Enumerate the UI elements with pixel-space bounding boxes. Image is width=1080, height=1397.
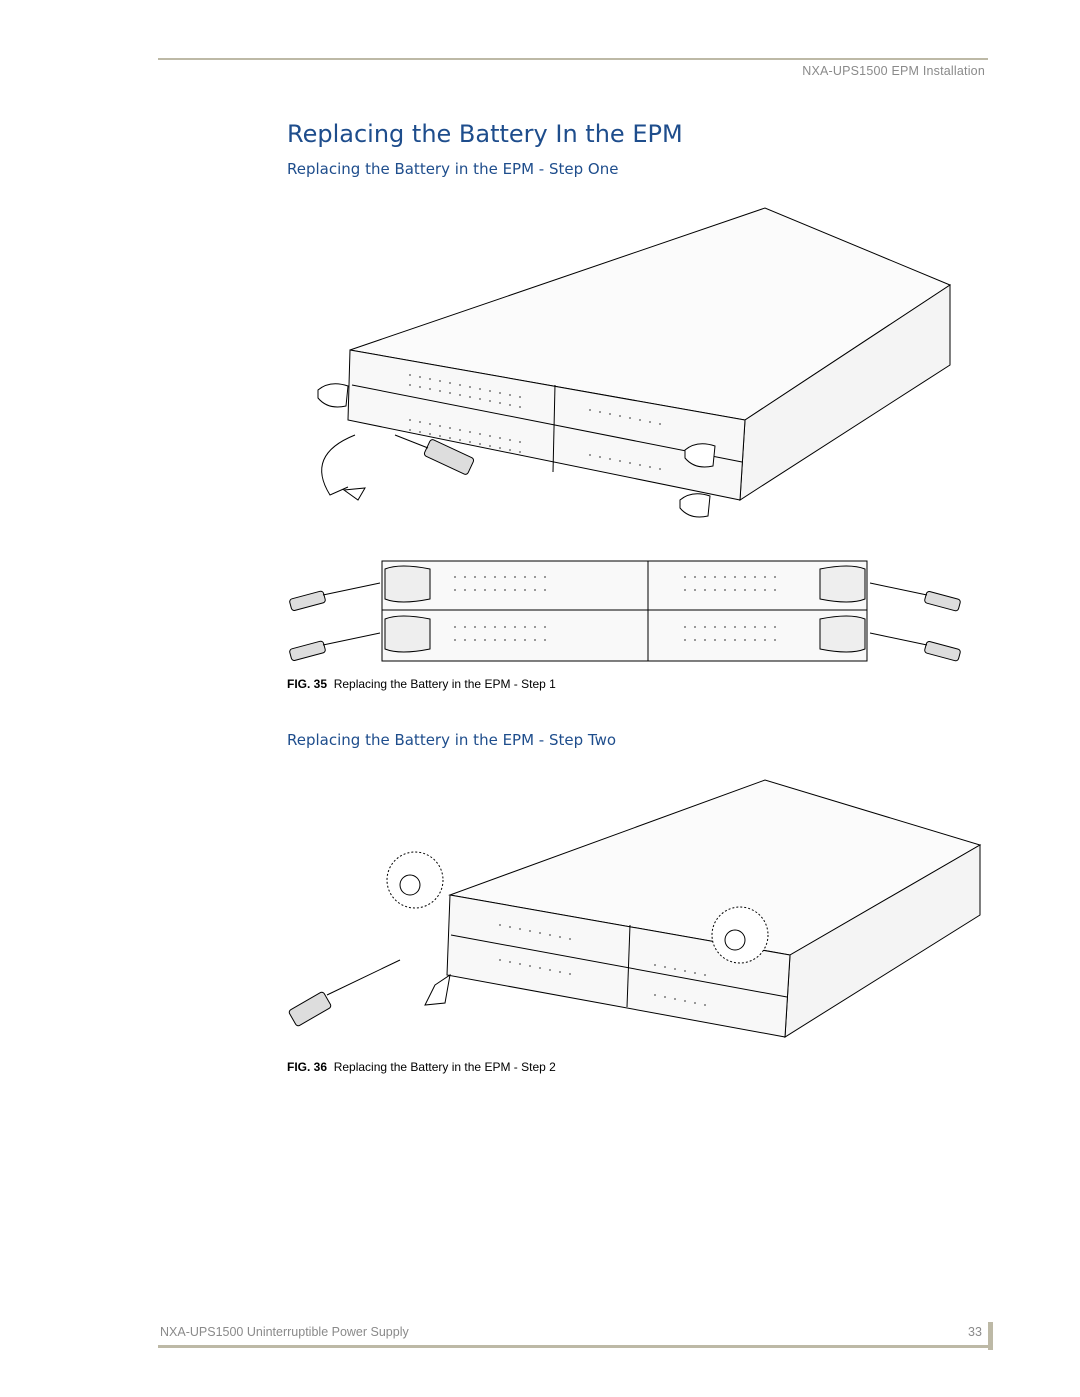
vent-dots-left-bottom <box>409 419 521 453</box>
epm-step-one-front-view-illustration <box>285 555 965 670</box>
lower-right-handle-icon <box>680 494 710 517</box>
vent-dots-left-top <box>409 374 521 408</box>
step-two-heading: Replacing the Battery in the EPM - Step … <box>287 731 617 749</box>
right-handle-icon <box>685 444 715 467</box>
figure-36-caption: FIG. 36 Replacing the Battery in the EPM… <box>287 1060 556 1074</box>
epm-step-one-isometric-illustration <box>300 200 970 530</box>
footer-tab <box>988 1322 993 1350</box>
epm-step-two-isometric-illustration <box>285 775 985 1050</box>
top-rule <box>158 58 988 60</box>
section-title: Replacing the Battery In the EPM <box>287 120 683 148</box>
figure-35-text: Replacing the Battery in the EPM - Step … <box>333 677 556 691</box>
step-one-heading: Replacing the Battery in the EPM - Step … <box>287 160 619 178</box>
figure-35-label: FIG. 35 <box>287 677 328 691</box>
footer-page-number: 33 <box>968 1325 982 1339</box>
figure-36-label: FIG. 36 <box>287 1060 328 1074</box>
figure-36-text: Replacing the Battery in the EPM - Step … <box>333 1060 556 1074</box>
footer-rule <box>158 1345 988 1348</box>
footer-product-name: NXA-UPS1500 Uninterruptible Power Supply <box>160 1325 409 1339</box>
rotate-arrow-icon <box>322 435 355 495</box>
screwdriver-icon <box>423 439 474 476</box>
running-header: NXA-UPS1500 EPM Installation <box>802 64 985 78</box>
figure-35-caption: FIG. 35 Replacing the Battery in the EPM… <box>287 677 556 691</box>
left-handle-icon <box>318 384 348 407</box>
vent-dots-right <box>589 409 661 470</box>
